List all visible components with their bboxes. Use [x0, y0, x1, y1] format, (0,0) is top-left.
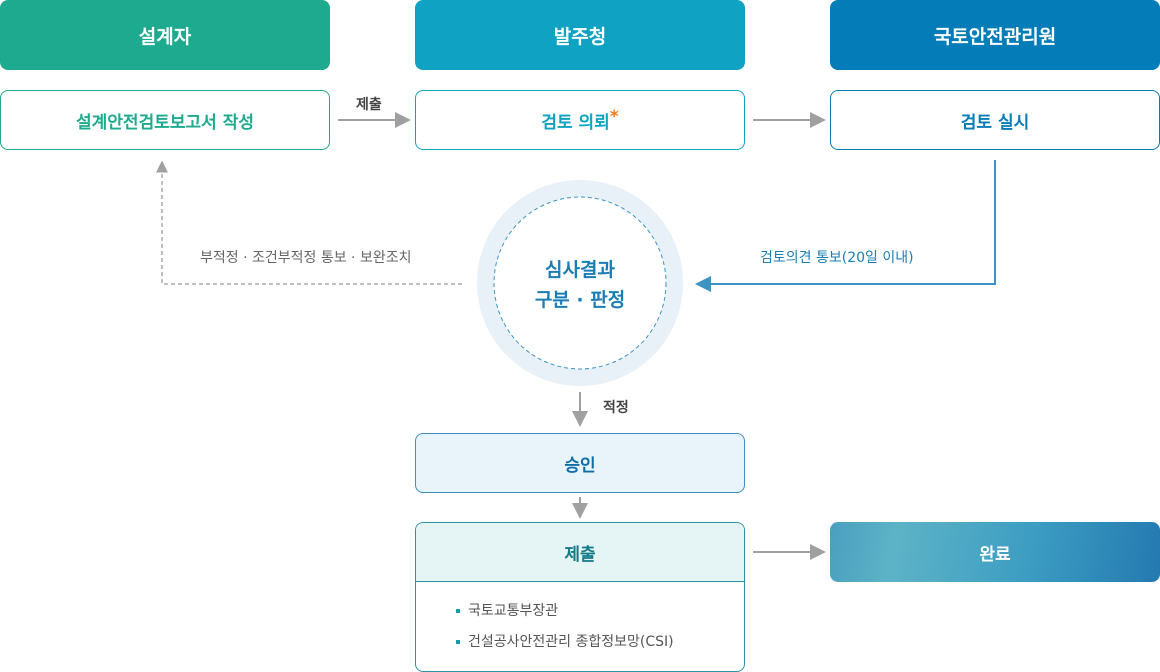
submit-label: 제출 — [356, 97, 382, 113]
step-label: 승인 — [564, 455, 596, 476]
step-label: 완료 — [979, 544, 1011, 565]
arrow-notify — [695, 160, 996, 292]
step-approval: 승인 — [415, 433, 745, 493]
target-label: 국토교통부장관 — [468, 603, 559, 619]
submission-header: 제출 — [416, 523, 744, 582]
feedback-label: 부적정 · 조건부적정 통보 · 보완조치 — [200, 250, 412, 266]
step-write-report: 설계안전검토보고서 작성 — [0, 90, 330, 150]
arrow-feedback-dashed — [156, 160, 462, 285]
target-label: 건설공사안전관리 종합정보망(CSI) — [468, 634, 674, 650]
appropriate-label: 적정 — [603, 400, 629, 416]
notify-label: 검토의견 통보(20일 이내) — [760, 250, 914, 266]
step-review: 검토 실시 — [830, 90, 1160, 150]
step-label: 검토 실시 — [960, 112, 1030, 133]
step-review-request: 검토 의뢰* — [415, 90, 745, 150]
step-complete: 완료 — [830, 522, 1160, 582]
submission-target: 건설공사안전관리 종합정보망(CSI) — [456, 627, 744, 658]
step-label: 설계안전검토보고서 작성 — [76, 112, 254, 133]
judgement-line2: 구분 · 판정 — [534, 289, 626, 311]
header-designer: 설계자 — [0, 0, 330, 70]
step-submission: 제출 국토교통부장관 건설공사안전관리 종합정보망(CSI) — [415, 522, 745, 672]
header-client: 발주청 — [415, 0, 745, 70]
bullet-icon — [456, 640, 460, 644]
step-label: 검토 의뢰 — [541, 112, 610, 133]
judgement-circle-inner — [493, 196, 667, 370]
bullet-icon — [456, 609, 460, 613]
judgement-line1: 심사결과 — [545, 259, 615, 281]
header-authority: 국토안전관리원 — [830, 0, 1160, 70]
judgement-text: 심사결과 구분 · 판정 — [494, 255, 666, 315]
asterisk-mark: * — [609, 107, 619, 127]
submission-target: 국토교통부장관 — [456, 596, 744, 627]
